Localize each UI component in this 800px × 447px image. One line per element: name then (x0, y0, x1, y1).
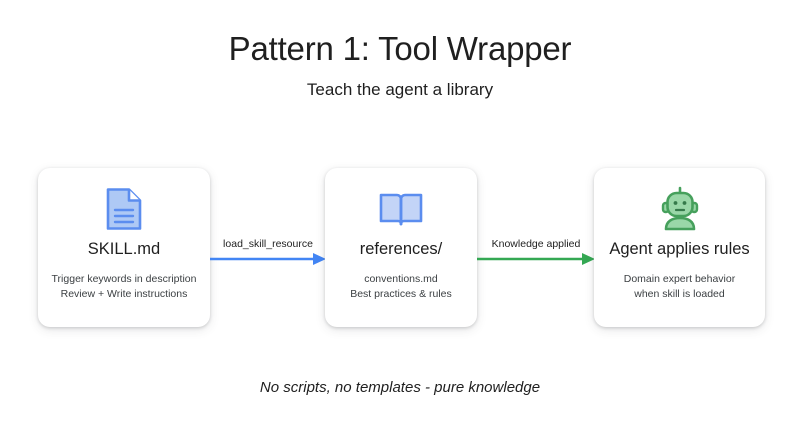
robot-icon (657, 182, 703, 236)
arrow-label: Knowledge applied (491, 237, 581, 250)
node-description-line: Trigger keywords in description (51, 272, 197, 285)
node-card-references[interactable]: references/ conventions.md Best practice… (325, 168, 477, 327)
node-description: Trigger keywords in description Review +… (52, 272, 197, 302)
arrow-load-skill-resource: load_skill_resource (210, 230, 326, 270)
document-icon (104, 182, 144, 236)
node-description: conventions.md Best practices & rules (350, 272, 452, 302)
flow-diagram: SKILL.md Trigger keywords in description… (0, 168, 800, 328)
node-description-line: conventions.md (364, 272, 438, 285)
node-title: references/ (359, 240, 443, 258)
node-description-line: Domain expert behavior (623, 272, 736, 285)
header: Pattern 1: Tool Wrapper Teach the agent … (0, 30, 800, 100)
footer-caption: No scripts, no templates - pure knowledg… (259, 379, 541, 396)
node-description: Domain expert behavior when skill is loa… (624, 272, 735, 302)
page-title: Pattern 1: Tool Wrapper (228, 30, 572, 67)
node-card-skill-md[interactable]: SKILL.md Trigger keywords in description… (38, 168, 210, 327)
arrow-label: load_skill_resource (223, 237, 313, 250)
page-subtitle: Teach the agent a library (306, 79, 494, 99)
arrow-knowledge-applied: Knowledge applied (477, 230, 595, 270)
open-book-icon (378, 182, 424, 236)
node-title: Agent applies rules (609, 240, 750, 258)
node-description-line: when skill is loaded (634, 287, 725, 300)
node-card-agent-applies-rules[interactable]: Agent applies rules Domain expert behavi… (594, 168, 765, 327)
node-title: SKILL.md (87, 240, 161, 258)
node-description-line: Best practices & rules (350, 287, 452, 300)
node-description-line: Review + Write instructions (60, 287, 188, 300)
